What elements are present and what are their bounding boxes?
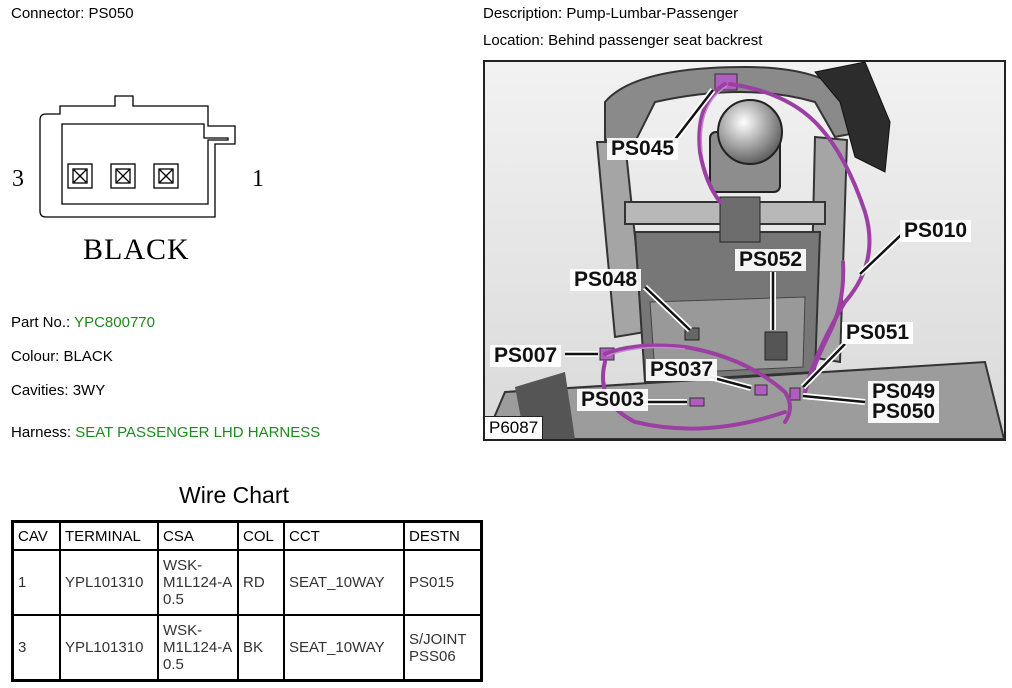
table-row: 1 YPL101310 WSK-M1L124-A 0.5 RD SEAT_10W…	[11, 549, 483, 616]
callout-ps050: PS050	[868, 401, 940, 423]
cavity-1	[153, 163, 179, 189]
callout-ps010: PS010	[900, 220, 972, 242]
harness-label: Harness:	[11, 424, 72, 441]
description-value: Pump-Lumbar-Passenger	[566, 5, 739, 22]
cell-cct: SEAT_10WAY	[283, 549, 405, 616]
location-line: Location: Behind passenger seat backrest	[483, 32, 762, 49]
cavity-number-right: 1	[252, 166, 264, 192]
cell-cct: SEAT_10WAY	[283, 614, 405, 682]
connector-color-label: BLACK	[83, 233, 190, 266]
cell-destn: PS015	[403, 549, 483, 616]
callout-ps045: PS045	[607, 138, 679, 160]
col-header-cav: CAV	[11, 520, 61, 551]
colour-label: Colour:	[11, 348, 60, 365]
callout-ps048: PS048	[570, 269, 642, 291]
colour-value: BLACK	[63, 348, 113, 365]
cavity-3	[67, 163, 93, 189]
callout-ps049: PS049	[868, 381, 940, 403]
table-row: 3 YPL101310 WSK-M1L124-A 0.5 BK SEAT_10W…	[11, 614, 483, 682]
cell-csa: WSK-M1L124-A 0.5	[157, 549, 239, 616]
cavities-line: Cavities: 3WY	[11, 382, 105, 399]
callout-ps037: PS037	[646, 359, 718, 381]
wire-chart-title: Wire Chart	[179, 482, 289, 508]
cell-terminal: YPL101310	[59, 549, 159, 616]
cavities-label: Cavities:	[11, 382, 69, 399]
wire-chart-table: CAV TERMINAL CSA COL CCT DESTN 1 YPL1013…	[11, 520, 483, 682]
connector-face-diagram	[39, 95, 236, 218]
cavities-value: 3WY	[72, 382, 106, 399]
col-header-csa: CSA	[157, 520, 239, 551]
location-photo: PS045 PS010 PS052 PS048 PS051 PS007 PS03…	[483, 60, 1006, 441]
wire-chart-header-row: CAV TERMINAL CSA COL CCT DESTN	[11, 520, 483, 551]
location-value: Behind passenger seat backrest	[548, 32, 763, 49]
cavity-2	[110, 163, 136, 189]
harness-line: Harness: SEAT PASSENGER LHD HARNESS	[11, 424, 320, 441]
connector-value: PS050	[88, 5, 134, 22]
cell-destn: S/JOINT PSS06	[403, 614, 483, 682]
callout-ps051: PS051	[842, 322, 914, 344]
location-label: Location:	[483, 32, 544, 49]
callout-ps052: PS052	[735, 249, 807, 271]
connector-line: Connector: PS050	[11, 5, 134, 22]
description-label: Description:	[483, 5, 563, 22]
description-line: Description: Pump-Lumbar-Passenger	[483, 5, 738, 22]
part-no-value: YPC800770	[74, 314, 155, 331]
part-no-line: Part No.: YPC800770	[11, 314, 155, 331]
cell-col: RD	[237, 549, 285, 616]
cell-terminal: YPL101310	[59, 614, 159, 682]
col-header-cct: CCT	[283, 520, 405, 551]
connector-label: Connector:	[11, 5, 85, 22]
harness-value: SEAT PASSENGER LHD HARNESS	[75, 424, 321, 441]
colour-line: Colour: BLACK	[11, 348, 113, 365]
col-header-destn: DESTN	[403, 520, 483, 551]
cell-cav: 1	[11, 549, 61, 616]
col-header-terminal: TERMINAL	[59, 520, 159, 551]
callout-ps007: PS007	[490, 345, 562, 367]
cavity-number-left: 3	[12, 166, 24, 192]
callout-ps003: PS003	[577, 389, 649, 411]
part-no-label: Part No.:	[11, 314, 71, 331]
cell-col: BK	[237, 614, 285, 682]
col-header-col: COL	[237, 520, 285, 551]
photo-id-label: P6087	[485, 416, 544, 439]
cell-csa: WSK-M1L124-A 0.5	[157, 614, 239, 682]
cell-cav: 3	[11, 614, 61, 682]
